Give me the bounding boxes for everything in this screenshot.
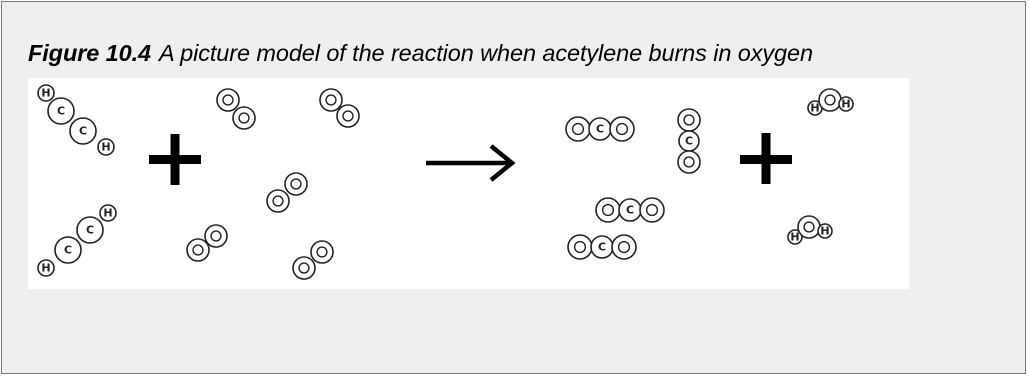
carbon-atom-label: C — [626, 204, 634, 217]
oxygen-atom — [609, 116, 635, 142]
carbon-atom: C — [47, 97, 75, 125]
oxygen-atom — [204, 224, 228, 248]
hydrogen-atom: H — [817, 223, 833, 239]
oxygen-atom — [677, 108, 701, 132]
oxygen-atom — [565, 116, 591, 142]
hydrogen-atom: H — [787, 229, 803, 245]
figure-caption-text: A picture model of the reaction when ace… — [158, 40, 813, 66]
oxygen-atom — [319, 88, 343, 112]
oxygen-atom — [216, 88, 240, 112]
oxygen-atom — [292, 256, 316, 280]
hydrogen-atom-label: H — [101, 141, 110, 154]
hydrogen-atom: H — [37, 84, 55, 102]
carbon-atom-label: C — [685, 135, 693, 148]
figure-label: Figure 10.4 — [28, 40, 151, 66]
oxygen-atom — [639, 197, 665, 223]
carbon-dioxide-molecule: C — [677, 108, 701, 174]
hydrogen-atom: H — [807, 100, 823, 116]
figure-caption: Figure 10.4 A picture model of the reacti… — [28, 40, 813, 67]
oxygen-atom — [611, 234, 637, 260]
carbon-atom-label: C — [86, 224, 94, 237]
carbon-atom-label: C — [57, 105, 65, 118]
carbon-dioxide-molecule: C — [565, 116, 635, 142]
oxygen-molecule — [186, 224, 228, 262]
reactant-plus-sign — [149, 134, 201, 185]
hydrogen-atom-label: H — [41, 87, 50, 100]
hydrogen-atom: H — [37, 259, 55, 277]
hydrogen-atom-label: H — [790, 231, 799, 244]
oxygen-atom — [310, 240, 334, 264]
carbon-atom: C — [76, 216, 104, 244]
carbon-dioxide-molecule: C — [595, 197, 665, 223]
carbon-atom-label: C — [64, 244, 72, 257]
oxygen-molecule — [319, 88, 360, 128]
reaction-arrow — [426, 144, 516, 182]
hydrogen-atom-label: H — [41, 262, 50, 275]
carbon-atom-label: C — [598, 241, 606, 254]
oxygen-atom — [266, 189, 290, 213]
oxygen-molecule — [266, 172, 308, 213]
carbon-dioxide-molecule: C — [567, 234, 637, 260]
oxygen-atom — [186, 238, 210, 262]
oxygen-atom — [284, 172, 308, 196]
oxygen-atom — [567, 234, 593, 260]
oxygen-atom — [232, 106, 256, 130]
oxygen-atom — [797, 215, 821, 239]
carbon-atom: C — [618, 198, 642, 222]
product-plus-sign — [740, 133, 792, 184]
oxygen-atom — [818, 88, 842, 112]
carbon-atom-label: C — [79, 125, 87, 138]
hydrogen-atom-label: H — [820, 225, 829, 238]
hydrogen-atom: H — [97, 138, 115, 156]
oxygen-atom — [336, 104, 360, 128]
hydrogen-atom-label: H — [103, 207, 112, 220]
carbon-atom: C — [69, 117, 97, 145]
oxygen-atom — [595, 197, 621, 223]
hydrogen-atom-label: H — [810, 102, 819, 115]
hydrogen-atom: H — [99, 204, 117, 222]
oxygen-molecule — [292, 240, 334, 280]
carbon-atom-label: C — [596, 123, 604, 136]
hydrogen-atom-label: H — [841, 98, 850, 111]
carbon-atom: C — [54, 236, 82, 264]
oxygen-atom — [677, 150, 701, 174]
carbon-atom: C — [588, 117, 612, 141]
oxygen-molecule — [216, 88, 256, 130]
carbon-atom: C — [678, 130, 700, 152]
hydrogen-atom: H — [838, 96, 854, 112]
carbon-atom: C — [590, 235, 614, 259]
